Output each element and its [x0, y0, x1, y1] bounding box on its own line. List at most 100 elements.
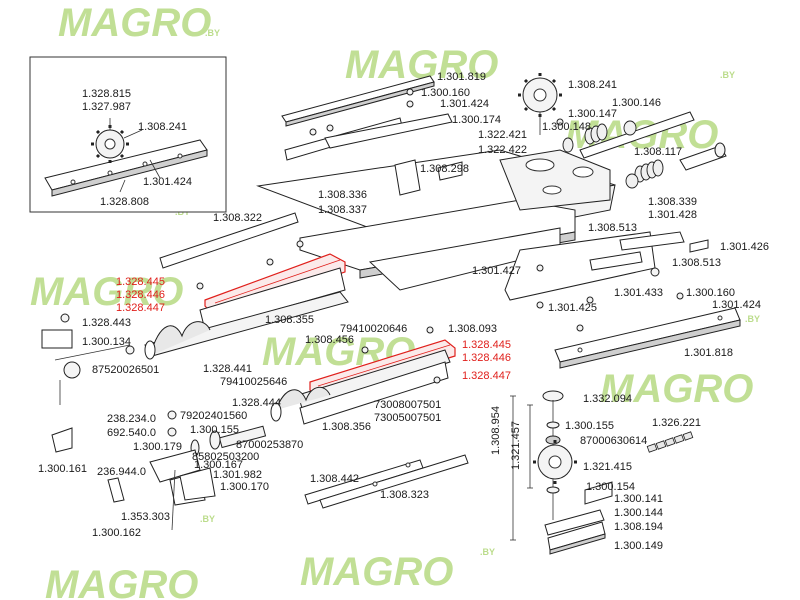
part-number-label[interactable]: 1.308.355 — [265, 314, 314, 326]
part-number-label[interactable]: 73008007501 — [374, 399, 441, 411]
part-number-label[interactable]: 1.301.424 — [712, 299, 761, 311]
part-number-label[interactable]: 1.301.427 — [472, 265, 521, 277]
part-number-label[interactable]: 1.300.174 — [452, 114, 501, 126]
part-number-label[interactable]: 1.353.303 — [121, 511, 170, 523]
watermark-suffix: .BY — [205, 28, 220, 38]
part-number-label[interactable]: 1.308.323 — [380, 489, 429, 501]
part-number-label[interactable]: 1.301.818 — [684, 347, 733, 359]
part-number-label[interactable]: 1.300.149 — [614, 540, 663, 552]
part-number-label[interactable]: 1.301.433 — [614, 287, 663, 299]
part-number-label[interactable]: 1.328.446 — [116, 289, 165, 301]
part-number-label[interactable]: 1.326.221 — [652, 417, 701, 429]
main-frame — [256, 149, 616, 291]
part-number-label[interactable]: 1.328.808 — [100, 196, 149, 208]
part-number-label[interactable]: 1.301.426 — [720, 241, 769, 253]
part-number-label[interactable]: 1.300.147 — [568, 108, 617, 120]
watermark-suffix: .BY — [480, 547, 495, 557]
part-number-label[interactable]: 87000253870 — [236, 439, 303, 451]
watermark-brand: MAGRO — [30, 270, 183, 314]
part-number-label[interactable]: 1.301.425 — [548, 302, 597, 314]
part-number-label[interactable]: 1.328.441 — [203, 363, 252, 375]
part-number-label[interactable]: 1.300.144 — [614, 507, 663, 519]
part-number-label[interactable]: 1.301.428 — [648, 209, 697, 221]
part-number-label[interactable]: 692.540.0 — [107, 427, 156, 439]
part-number-label[interactable]: 85802503200 — [192, 451, 259, 463]
part-number-label[interactable]: 1.308.442 — [310, 473, 359, 485]
part-number-label[interactable]: 1.300.134 — [82, 336, 131, 348]
part-number-label[interactable]: 1.328.443 — [82, 317, 131, 329]
watermark-brand: MAGRO — [45, 563, 198, 600]
right-bracket — [504, 231, 709, 332]
part-number-label[interactable]: 1.308.356 — [322, 421, 371, 433]
part-number-label[interactable]: 1.308.513 — [672, 257, 721, 269]
part-number-label[interactable]: 1.328.445 — [462, 339, 511, 351]
right-strips — [554, 307, 741, 369]
part-number-label[interactable]: 1.301.424 — [143, 176, 192, 188]
part-number-label[interactable]: 87520026501 — [92, 364, 159, 376]
part-number-label[interactable]: 1.332.094 — [583, 393, 632, 405]
part-number-label[interactable]: 1.308.194 — [614, 521, 663, 533]
part-number-label[interactable]: 1.308.322 — [213, 212, 262, 224]
part-number-label[interactable]: 1.322.421 — [478, 129, 527, 141]
part-number-label[interactable]: 1.327.987 — [82, 101, 131, 113]
part-number-label[interactable]: 1.301.982 — [213, 469, 262, 481]
shaft-assembly — [510, 390, 694, 555]
part-number-label[interactable]: 1.328.446 — [462, 352, 511, 364]
top-strips — [281, 75, 453, 161]
part-number-label[interactable]: 236.944.0 — [97, 466, 146, 478]
part-number-label[interactable]: 1.300.160 — [421, 87, 470, 99]
part-number-label[interactable]: 1.328.445 — [116, 276, 165, 288]
part-number-label[interactable]: 1.300.160 — [686, 287, 735, 299]
part-number-label[interactable]: 1.308.241 — [568, 79, 617, 91]
part-number-label[interactable]: 1.300.161 — [38, 463, 87, 475]
part-number-label[interactable]: 1.328.447 — [116, 302, 165, 314]
part-number-label[interactable]: 1.300.179 — [133, 441, 182, 453]
part-number-label[interactable]: 1.308.513 — [588, 222, 637, 234]
lower-strips — [304, 454, 469, 509]
lower-trough — [270, 326, 456, 425]
part-number-label[interactable]: 1.300.154 — [586, 481, 635, 493]
part-number-label[interactable]: 1.308.241 — [138, 121, 187, 133]
part-number-label[interactable]: 1.308.337 — [318, 204, 367, 216]
part-number-label[interactable]: 1.300.167 — [194, 459, 243, 471]
watermark-suffix: .BY — [745, 314, 760, 324]
tension-assembly — [518, 73, 727, 189]
part-number-label[interactable]: 1.308.298 — [420, 163, 469, 175]
part-number-label[interactable]: 1.308.336 — [318, 189, 367, 201]
part-number-label[interactable]: 1.308.093 — [448, 323, 497, 335]
part-number-label[interactable]: 79410020646 — [340, 323, 407, 335]
part-number-label[interactable]: 79202401560 — [180, 410, 247, 422]
part-number-label[interactable]: 1.321.415 — [583, 461, 632, 473]
part-number-label[interactable]: 1.300.141 — [614, 493, 663, 505]
part-number-label[interactable]: 1.300.162 — [92, 527, 141, 539]
part-number-label[interactable]: 1.328.815 — [82, 88, 131, 100]
part-number-label[interactable]: 1.300.148 — [542, 121, 591, 133]
part-number-label[interactable]: 1.322.422 — [478, 144, 527, 156]
part-number-label[interactable]: 79410025646 — [220, 376, 287, 388]
part-number-label[interactable]: 1.300.155 — [565, 420, 614, 432]
part-number-label[interactable]: 1.301.819 — [437, 71, 486, 83]
part-number-label[interactable]: 1.308.456 — [305, 334, 354, 346]
part-number-label[interactable]: 1.308.954 — [490, 406, 502, 455]
upper-auger — [41, 291, 349, 405]
part-number-label[interactable]: 1.301.424 — [440, 98, 489, 110]
part-number-label[interactable]: 1.328.444 — [232, 397, 281, 409]
part-number-label[interactable]: 1.300.170 — [220, 481, 269, 493]
part-number-label[interactable]: 1.308.117 — [634, 146, 682, 158]
part-number-label[interactable]: 1.308.339 — [648, 196, 697, 208]
lower-drive — [51, 410, 267, 531]
part-number-label[interactable]: 1.300.146 — [612, 97, 661, 109]
part-number-label[interactable]: 73005007501 — [374, 412, 441, 424]
watermark-suffix: .BY — [720, 70, 735, 80]
part-number-label[interactable]: 1.321.457 — [510, 421, 522, 470]
part-number-label[interactable]: 1.300.155 — [190, 424, 239, 436]
part-number-label[interactable]: 87000630614 — [580, 435, 647, 447]
watermark-brand: MAGRO — [600, 367, 753, 411]
watermark-brand: MAGRO — [300, 550, 453, 594]
watermark-suffix: .BY — [200, 514, 215, 524]
part-number-label[interactable]: 238.234.0 — [107, 413, 156, 425]
part-number-label[interactable]: 1.328.447 — [462, 370, 511, 382]
watermark-brand: MAGRO — [58, 1, 211, 45]
